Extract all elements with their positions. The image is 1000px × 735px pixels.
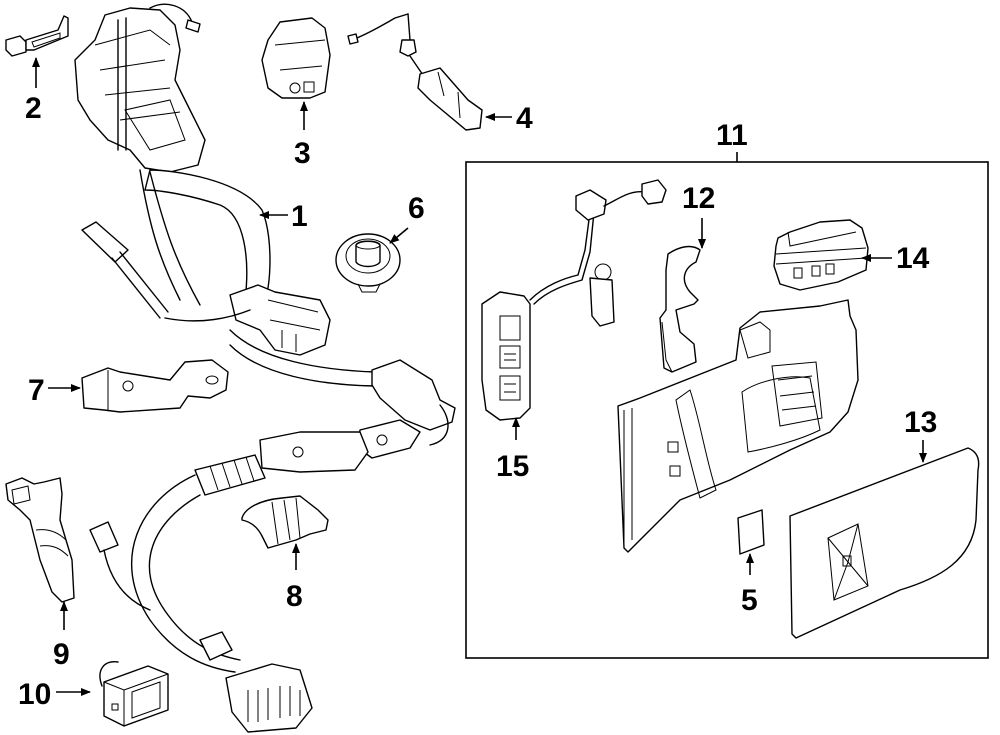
- callout-8: 8: [286, 580, 303, 613]
- callout-4: 4: [516, 102, 533, 135]
- part-7-harness-bracket[interactable]: [81, 359, 229, 413]
- assembly-frame-11: [465, 152, 989, 659]
- callout-13: 13: [904, 406, 937, 439]
- callout-2: 2: [25, 92, 42, 125]
- part-9-harness-protector[interactable]: [5, 477, 75, 603]
- leader-lines: [32, 57, 927, 696]
- callout-15: 15: [496, 450, 529, 483]
- callout-10: 10: [18, 678, 51, 711]
- callout-3: 3: [294, 137, 311, 170]
- part-1-main-harness[interactable]: [74, 3, 456, 733]
- callout-11: 11: [716, 119, 748, 152]
- part-6-grommet[interactable]: [335, 233, 401, 293]
- callout-7: 7: [28, 374, 45, 407]
- callout-9: 9: [53, 638, 70, 671]
- part-15-switch-with-harness[interactable]: [481, 179, 667, 421]
- part-14-switch[interactable]: [773, 219, 869, 291]
- callout-12: 12: [682, 182, 715, 215]
- part-2-connector-bracket[interactable]: [5, 15, 69, 57]
- part-10-connector[interactable]: [99, 661, 169, 727]
- handle-body[interactable]: [617, 299, 859, 553]
- callout-1: 1: [291, 200, 308, 233]
- part-5-pad[interactable]: [737, 509, 765, 555]
- part-4-sensor[interactable]: [347, 13, 483, 131]
- part-13-cover-panel[interactable]: [789, 447, 980, 639]
- part-8-harness-clip[interactable]: [241, 495, 329, 549]
- callout-6: 6: [408, 192, 425, 225]
- callout-5: 5: [741, 584, 758, 617]
- callout-14: 14: [896, 242, 930, 275]
- part-3-control-module[interactable]: [261, 17, 331, 99]
- part-12-bracket[interactable]: [659, 245, 701, 373]
- callout-labels: 2 1 3 4 6 7 8 9 10 11 12 14 13 15 5: [18, 92, 937, 711]
